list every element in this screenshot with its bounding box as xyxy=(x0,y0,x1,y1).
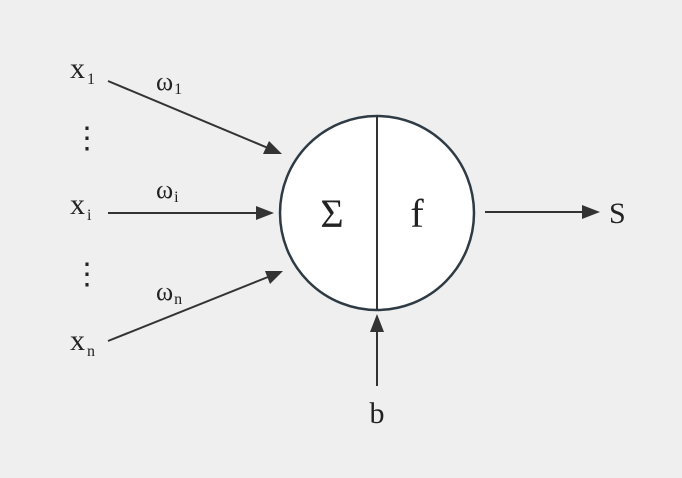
arrow-xn xyxy=(107,271,283,342)
sum-symbol: Σ xyxy=(320,191,343,236)
activation-symbol: f xyxy=(410,191,424,236)
output-label: S xyxy=(609,197,626,230)
ellipsis-upper: ⋮ xyxy=(72,122,102,155)
weight-label-w1: ω1 xyxy=(156,67,182,98)
weight-label-wn: ωn xyxy=(156,277,182,308)
ellipsis-lower: ⋮ xyxy=(72,258,102,291)
arrow-xi xyxy=(108,206,274,220)
arrow-x1 xyxy=(107,80,282,154)
arrow-bias xyxy=(370,314,384,386)
weight-label-wi: ωi xyxy=(156,175,179,206)
arrow-output xyxy=(485,205,600,219)
neuron-node: Σ f xyxy=(278,114,476,312)
bias-label: b xyxy=(370,397,385,430)
